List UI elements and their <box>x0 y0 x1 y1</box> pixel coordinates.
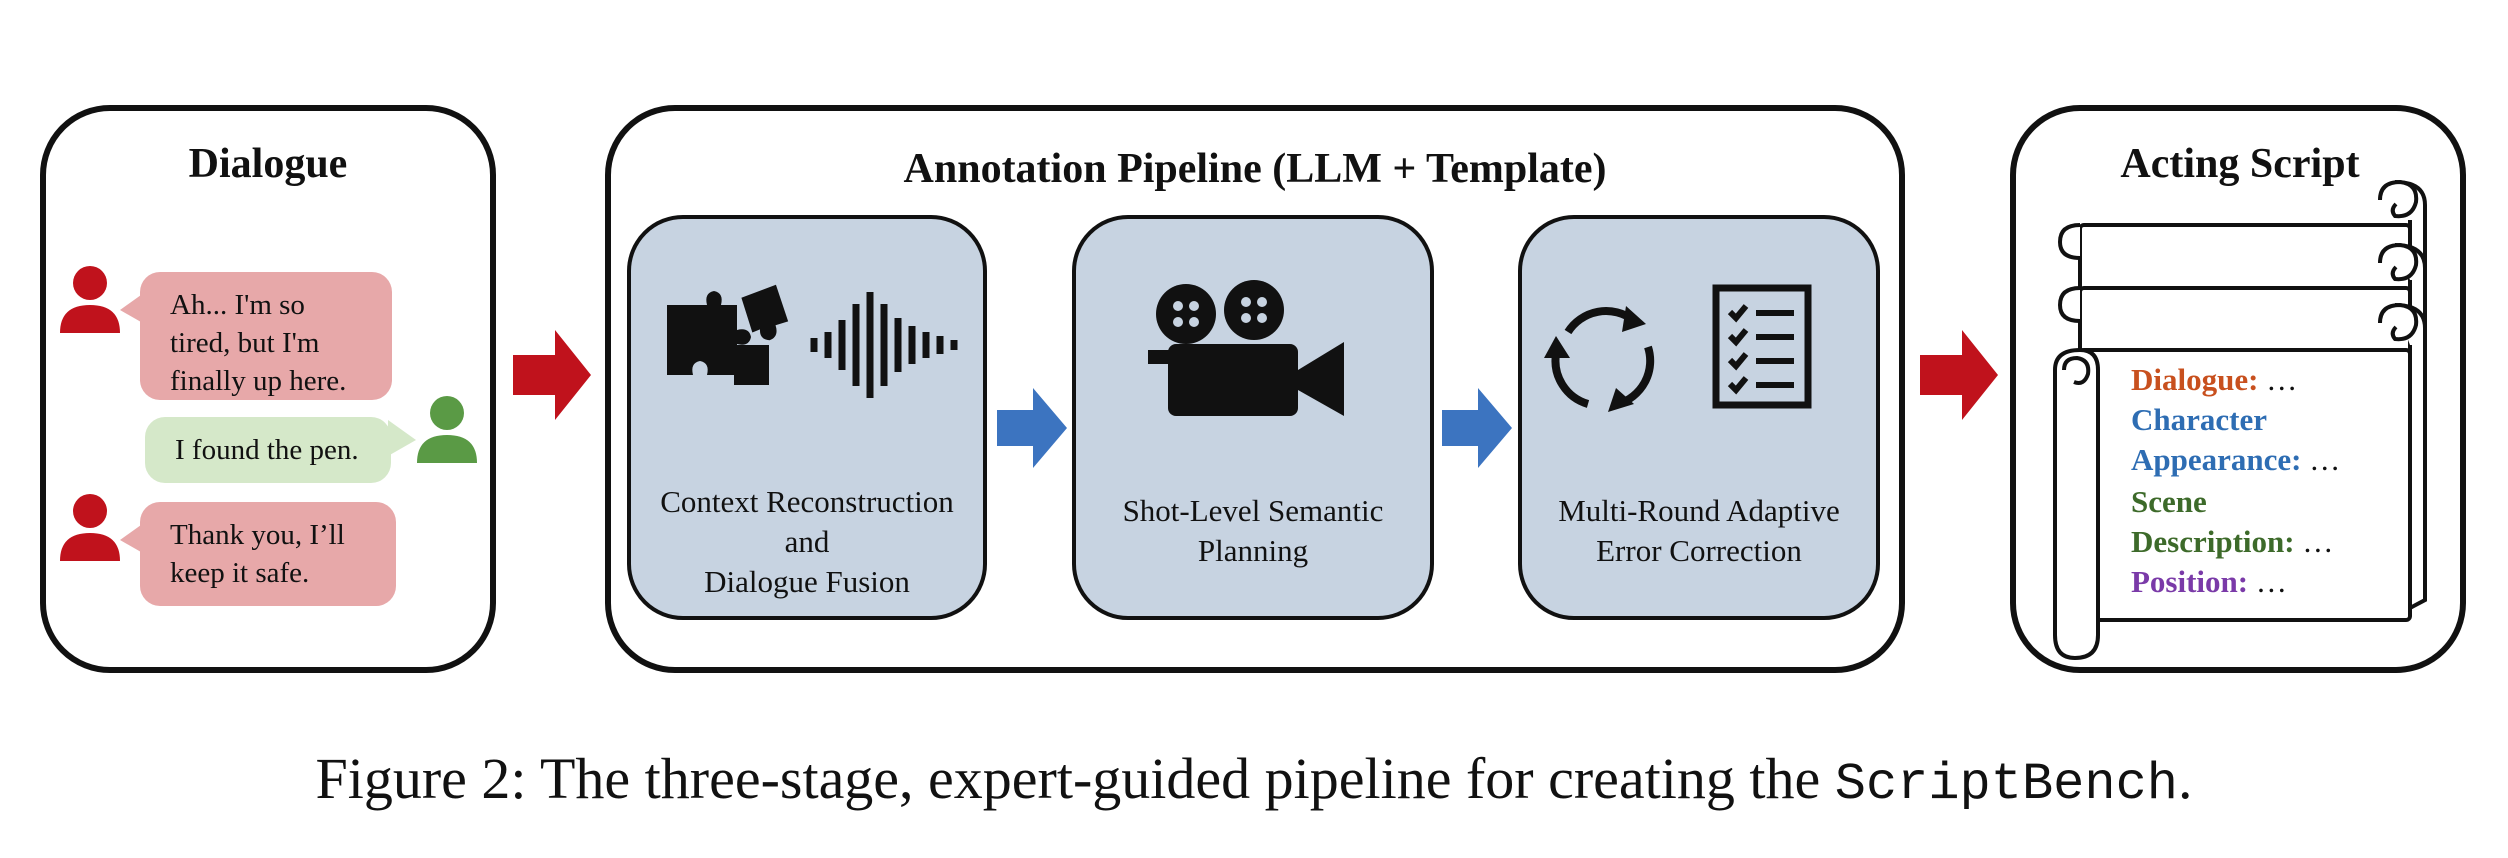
script-field-appearance: Appearance: … <box>2131 442 2340 478</box>
field-value: … <box>2248 564 2287 599</box>
field-key: Character <box>2131 402 2267 437</box>
checklist-icon <box>1712 284 1812 409</box>
avatar-red-icon <box>60 266 120 333</box>
field-key: Scene <box>2131 484 2207 519</box>
field-key: Description: <box>2131 524 2295 559</box>
message-line: finally up here. <box>170 365 347 397</box>
stage-error-correction: Multi-Round Adaptive Error Correction <box>1518 215 1880 620</box>
puzzle-icon <box>667 284 789 385</box>
pipeline-title: Annotation Pipeline (LLM + Template) <box>903 146 1607 192</box>
stage-label-line: Shot-Level Semantic <box>1122 493 1384 528</box>
arrow-right-icon <box>1442 388 1512 468</box>
chat-bubble: Ah... I'm so tired, but I'm finally up h… <box>140 272 392 400</box>
movie-camera-icon <box>1148 280 1344 416</box>
script-field-character: Character <box>2131 402 2267 438</box>
arrow-right-icon <box>513 330 591 420</box>
sound-wave-icon <box>810 292 958 398</box>
field-key: Position: <box>2131 564 2249 599</box>
stage-label: Multi-Round Adaptive Error Correction <box>1522 491 1876 571</box>
field-value: … <box>2294 524 2334 559</box>
acting-script-title: Acting Script <box>2120 141 2360 187</box>
script-field-scene: Scene <box>2131 484 2207 520</box>
stage-label-line: and <box>784 524 830 559</box>
stage-label-line: Context Reconstruction <box>660 484 954 519</box>
message-line: keep it safe. <box>170 557 310 589</box>
caption-suffix: . <box>2178 746 2193 811</box>
refresh-cycle-icon <box>1544 306 1655 412</box>
field-value: … <box>2301 442 2341 477</box>
stage-label-line: Error Correction <box>1596 533 1802 568</box>
arrow-right-icon <box>997 388 1067 468</box>
field-key: Appearance: <box>2131 442 2302 477</box>
stage-label: Shot-Level Semantic Planning <box>1076 491 1430 571</box>
stage-label-line: Dialogue Fusion <box>704 564 910 599</box>
scroll-stack-icon <box>2053 179 2427 661</box>
dialogue-title: Dialogue <box>188 141 348 187</box>
field-value: … <box>2258 362 2298 397</box>
caption-text: Figure 2: The three-stage, expert-guided… <box>315 746 1835 811</box>
stage-label: Context Reconstruction and Dialogue Fusi… <box>631 482 983 602</box>
caption-code: ScriptBench <box>1834 755 2178 814</box>
script-field-dialogue: Dialogue: … <box>2131 362 2297 398</box>
message-line: Thank you, I’ll <box>170 519 345 551</box>
message-line: tired, but I'm <box>170 327 320 359</box>
arrow-right-icon <box>1920 330 1998 420</box>
bubble-tail <box>388 420 416 456</box>
figure-caption: Figure 2: The three-stage, expert-guided… <box>0 745 2508 814</box>
avatar-red-icon <box>60 494 120 561</box>
avatar-green-icon <box>417 396 477 463</box>
script-field-position: Position: … <box>2131 564 2287 600</box>
stage-context-reconstruction: Context Reconstruction and Dialogue Fusi… <box>627 215 987 620</box>
message-line: I found the pen. <box>175 434 359 466</box>
stage-label-line: Multi-Round Adaptive <box>1558 493 1840 528</box>
chat-bubble: I found the pen. <box>145 417 391 483</box>
stage-label-line: Planning <box>1197 533 1309 568</box>
script-field-description: Description: … <box>2131 524 2333 560</box>
field-key: Dialogue: <box>2131 362 2259 397</box>
message-line: Ah... I'm so <box>170 289 305 321</box>
chat-bubble: Thank you, I’ll keep it safe. <box>140 502 396 606</box>
